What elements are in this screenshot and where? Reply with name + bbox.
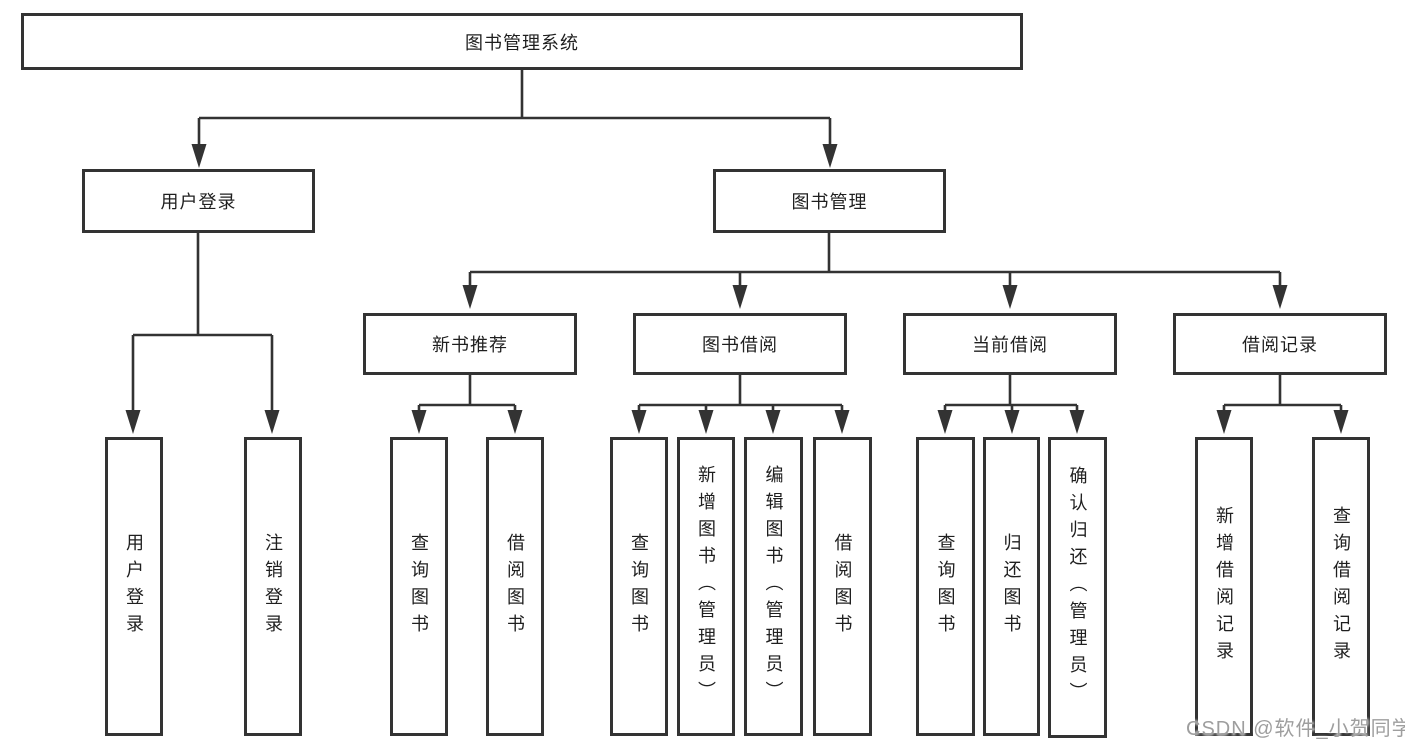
leaf-records-query-borrow-record: 查询借阅记录: [1312, 437, 1370, 736]
leaf-borrow-edit-books-admin-label: 编辑图书（管理员）: [763, 465, 784, 708]
node-book-management: 图书管理: [713, 169, 946, 233]
leaf-current-return-books: 归还图书: [983, 437, 1040, 736]
leaf-logout-login-label: 注销登录: [263, 532, 283, 641]
node-borrow-records-label: 借阅记录: [1242, 335, 1318, 355]
leaf-borrow-query-books: 查询图书: [610, 437, 668, 736]
leaf-records-add-borrow-record: 新增借阅记录: [1195, 437, 1253, 736]
leaf-newbook-query-books-label: 查询图书: [409, 532, 429, 641]
node-library-system-label: 图书管理系统: [465, 32, 579, 53]
node-book-borrow: 图书借阅: [633, 313, 847, 375]
leaf-current-query-books-label: 查询图书: [935, 532, 956, 641]
leaf-newbook-borrow-books: 借阅图书: [486, 437, 544, 736]
leaf-records-add-borrow-record-label: 新增借阅记录: [1214, 505, 1234, 668]
node-user-login-label: 用户登录: [160, 192, 237, 212]
node-current-borrow-label: 当前借阅: [972, 335, 1048, 355]
leaf-borrow-borrow-books-label: 借阅图书: [832, 532, 853, 641]
leaf-current-confirm-return-admin-label: 确认归还（管理员）: [1067, 466, 1088, 709]
node-current-borrow: 当前借阅: [903, 313, 1117, 375]
leaf-user-login: 用户登录: [105, 437, 163, 736]
leaf-current-query-books: 查询图书: [916, 437, 975, 736]
leaf-logout-login: 注销登录: [244, 437, 302, 736]
watermark-text: CSDN @软件_小贺同学: [1186, 718, 1405, 740]
leaf-borrow-borrow-books: 借阅图书: [813, 437, 872, 736]
node-new-book-recommend-label: 新书推荐: [432, 335, 508, 355]
leaf-current-return-books-label: 归还图书: [1001, 532, 1022, 641]
leaf-borrow-add-books-admin: 新增图书（管理员）: [677, 437, 735, 736]
arrowheads: [125, 144, 1349, 434]
node-book-borrow-label: 图书借阅: [702, 335, 778, 355]
node-book-management-label: 图书管理: [791, 192, 868, 212]
leaf-user-login-label: 用户登录: [124, 532, 144, 641]
node-new-book-recommend: 新书推荐: [363, 313, 577, 375]
node-library-system: 图书管理系统: [21, 13, 1023, 70]
leaf-records-query-borrow-record-label: 查询借阅记录: [1331, 505, 1351, 668]
node-borrow-records: 借阅记录: [1173, 313, 1387, 375]
leaf-borrow-add-books-admin-label: 新增图书（管理员）: [696, 465, 716, 708]
node-user-login: 用户登录: [82, 169, 315, 233]
leaf-newbook-query-books: 查询图书: [390, 437, 448, 736]
leaf-borrow-query-books-label: 查询图书: [629, 532, 649, 641]
leaf-newbook-borrow-books-label: 借阅图书: [505, 532, 525, 641]
leaf-borrow-edit-books-admin: 编辑图书（管理员）: [744, 437, 803, 736]
leaf-current-confirm-return-admin: 确认归还（管理员）: [1048, 437, 1107, 738]
